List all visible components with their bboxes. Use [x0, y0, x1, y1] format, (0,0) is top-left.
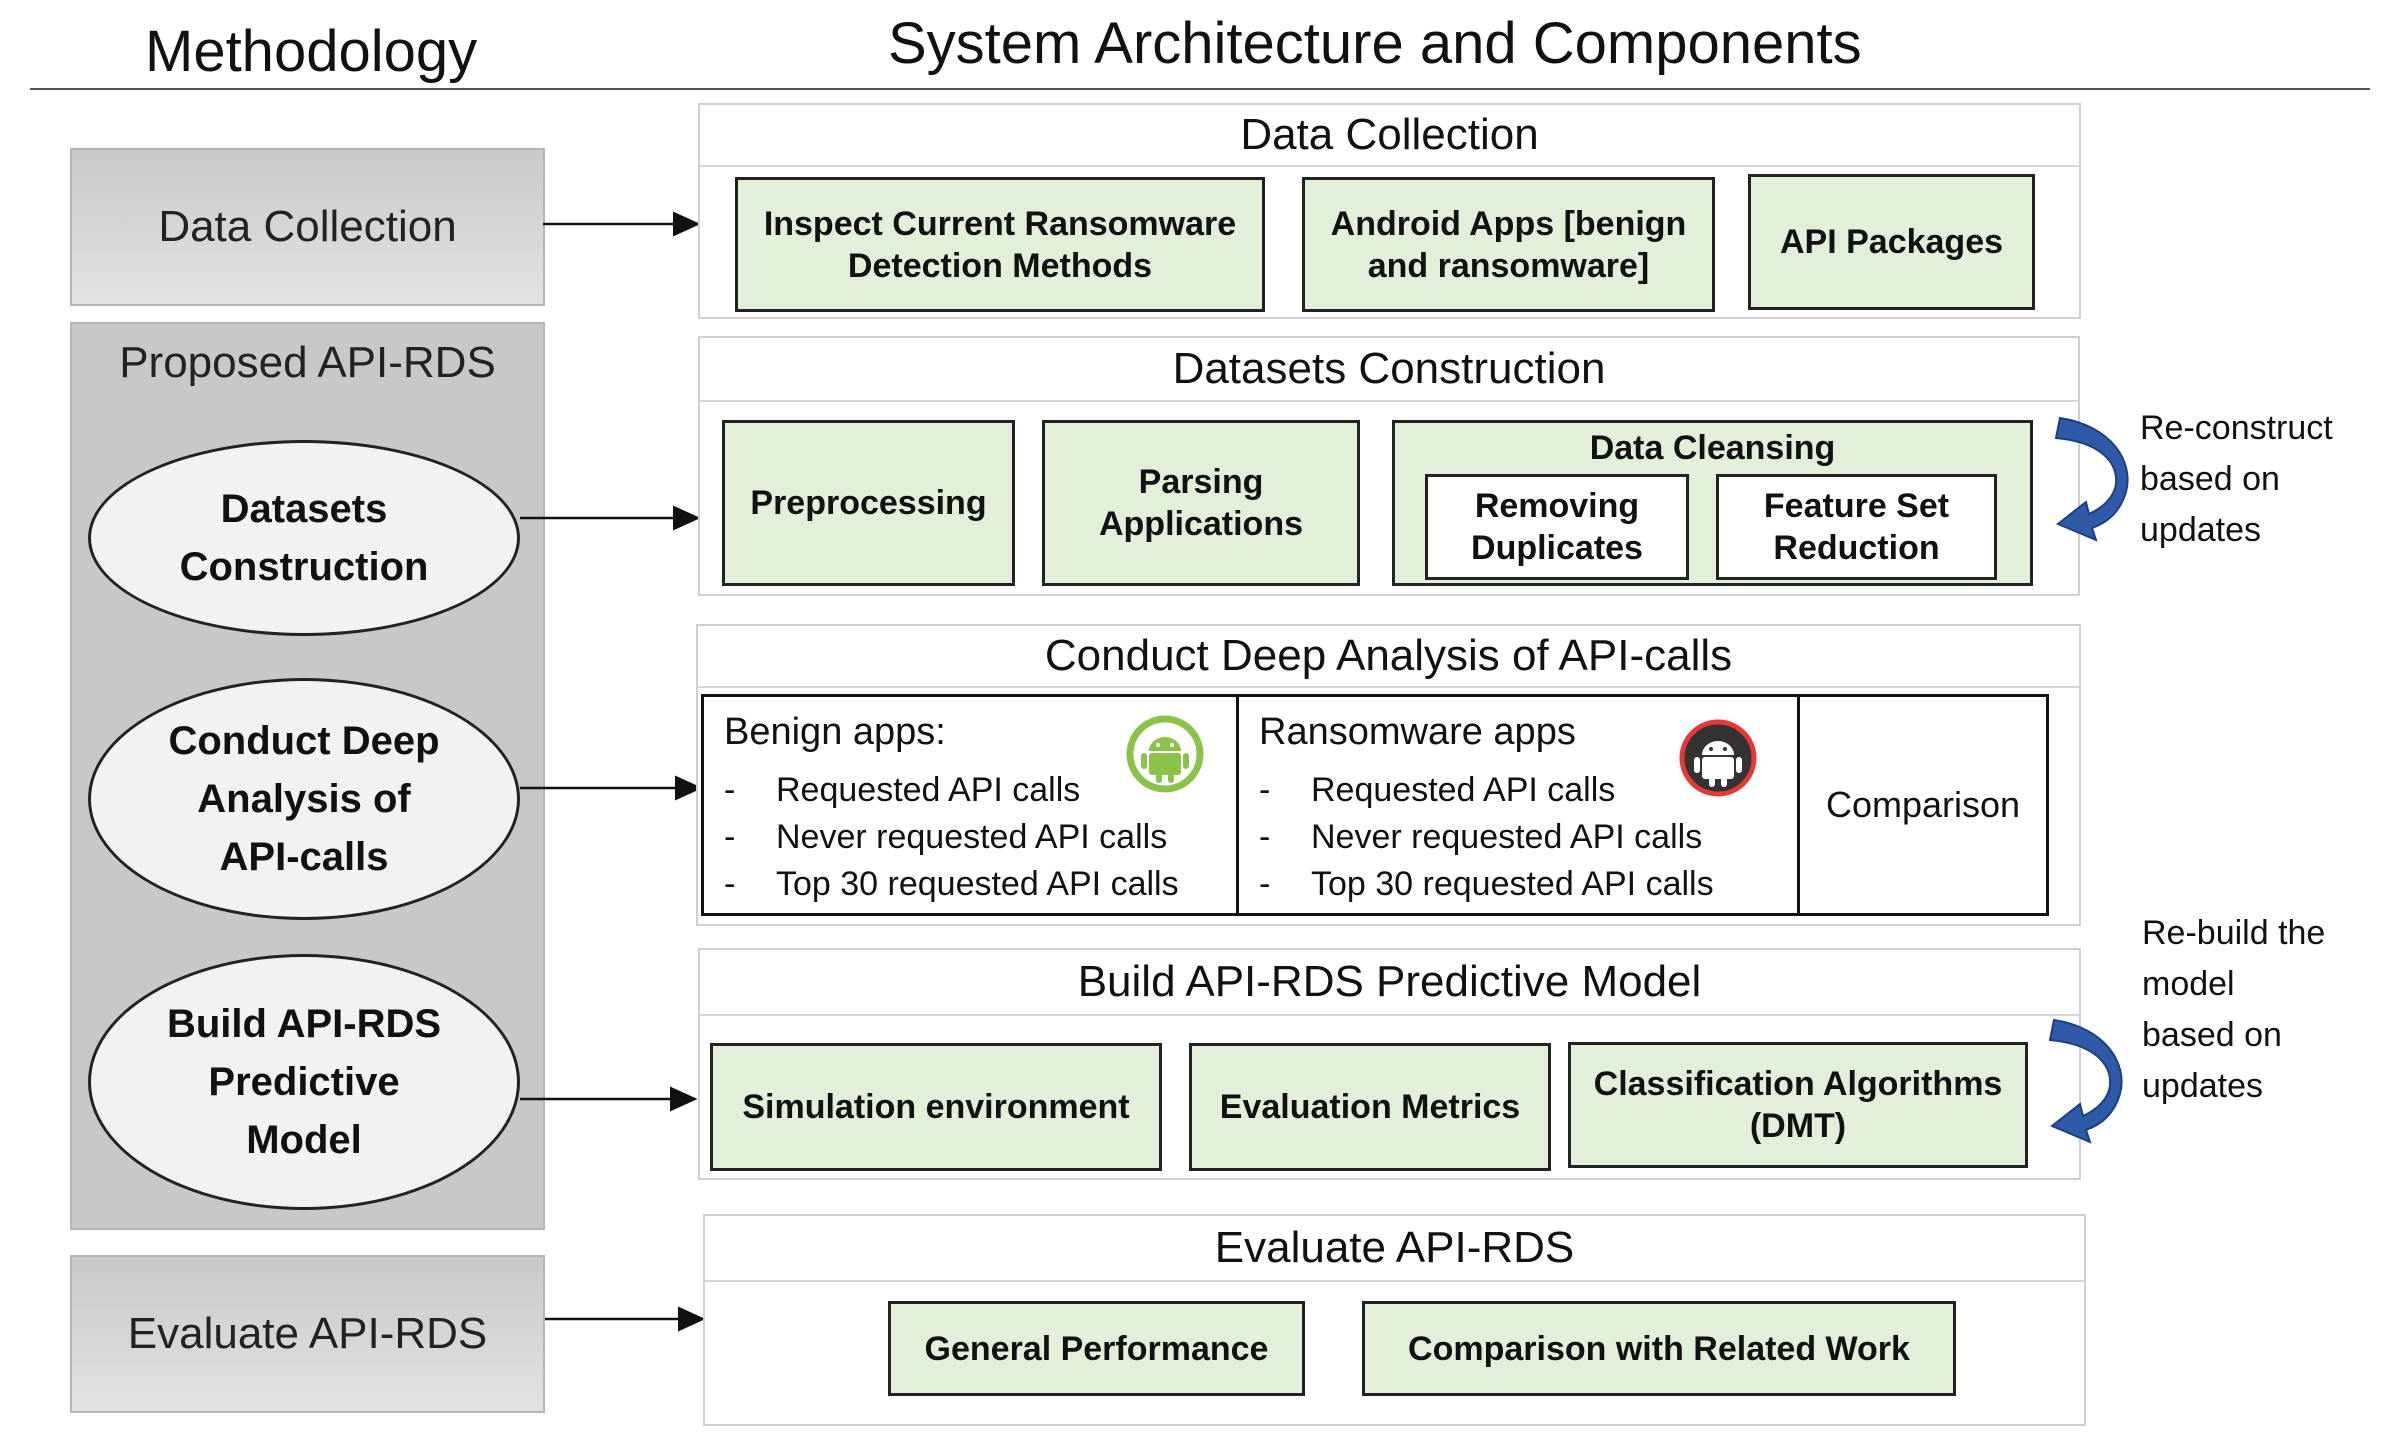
method-evaluate: Evaluate API-RDS: [70, 1255, 545, 1413]
android-ransomware-icon: [1679, 719, 1757, 797]
box-line: Detection Methods: [847, 246, 1153, 285]
box-preprocessing: Preprocessing: [722, 420, 1015, 586]
note-line: based on: [2142, 1016, 2282, 1054]
item-text: Never requested API calls: [1311, 818, 1703, 856]
box-line: Inspect Current Ransomware: [763, 204, 1237, 243]
ellipse-line: Datasets: [220, 487, 388, 531]
item-text: Requested API calls: [776, 771, 1081, 809]
proposed-panel-title: Proposed API-RDS: [119, 338, 496, 387]
rebuild-note: Re-build the model based on updates: [2142, 908, 2325, 1112]
box-line: Comparison with Related Work: [1408, 1329, 1910, 1368]
android-benign-icon: [1126, 715, 1204, 793]
update-arrow-icon: [2048, 1018, 2123, 1144]
benign-item: - Requested API calls: [724, 771, 1080, 810]
architecture-header: System Architecture and Components: [888, 11, 1862, 76]
box-line: API Packages: [1779, 223, 2004, 261]
note-line: Re-construct: [2140, 409, 2333, 447]
box-line: Android Apps [benign: [1330, 204, 1687, 243]
box-comparison-related-work: Comparison with Related Work: [1362, 1301, 1956, 1396]
ellipse-line: Conduct Deep: [168, 719, 440, 763]
bullet: -: [724, 771, 736, 809]
bullet: -: [724, 865, 736, 903]
box-general-performance: General Performance: [888, 1301, 1305, 1396]
item-text: Never requested API calls: [776, 818, 1168, 856]
box-line: Feature Set: [1763, 487, 1950, 525]
box-line: Parsing: [1138, 463, 1264, 501]
box-api-packages: API Packages: [1748, 174, 2035, 310]
bullet: -: [724, 818, 736, 856]
bullet: -: [1259, 818, 1271, 856]
item-text: Top 30 requested API calls: [1311, 865, 1714, 903]
note-line: Re-build the: [2142, 914, 2326, 952]
method-data-collection: Data Collection: [70, 148, 545, 306]
ransomware-item: - Requested API calls: [1259, 771, 1615, 810]
item-text: Requested API calls: [1311, 771, 1616, 809]
ellipse-line: Build API-RDS: [166, 1002, 442, 1046]
methodology-header: Methodology: [145, 19, 478, 84]
update-arrow-icon: [2054, 416, 2129, 542]
box-line: Preprocessing: [750, 484, 987, 522]
box-line: Classification Algorithms: [1593, 1065, 2003, 1103]
ellipse-line: Construction: [179, 545, 429, 589]
box-classification-algorithms: Classification Algorithms (DMT): [1568, 1042, 2028, 1168]
ransomware-title: Ransomware apps: [1259, 711, 1576, 753]
ellipse-line: Model: [246, 1118, 362, 1162]
ellipse-line: Predictive: [208, 1060, 400, 1104]
item-text: Top 30 requested API calls: [776, 865, 1179, 903]
ellipse-line: Analysis of: [197, 777, 411, 821]
benign-apps-cell: Benign apps: - Requested API calls - Never…: [701, 694, 1239, 916]
box-line: Applications: [1098, 505, 1304, 543]
box-line: and ransomware]: [1367, 246, 1650, 285]
box-line: Evaluation Metrics: [1219, 1088, 1521, 1126]
ransomware-item: - Never requested API calls: [1259, 818, 1702, 857]
ransomware-apps-cell: Ransomware apps - Requested API calls - Ne…: [1236, 694, 1800, 916]
section-title: Data Collection: [700, 105, 2079, 167]
section-title: Conduct Deep Analysis of API-calls: [698, 626, 2079, 688]
box-line: Removing: [1474, 487, 1640, 525]
bullet: -: [1259, 771, 1271, 809]
section-title: Datasets Construction: [700, 338, 2078, 402]
box-evaluation-metrics: Evaluation Metrics: [1189, 1043, 1551, 1171]
note-line: model: [2142, 965, 2235, 1003]
note-line: updates: [2140, 511, 2261, 549]
box-simulation-environment: Simulation environment: [710, 1043, 1162, 1171]
benign-item: - Top 30 requested API calls: [724, 865, 1179, 904]
note-line: based on: [2140, 460, 2280, 498]
comparison-cell: Comparison: [1797, 694, 2049, 916]
section-title: Evaluate API-RDS: [705, 1216, 2084, 1282]
box-line: Duplicates: [1471, 529, 1643, 567]
box-line: (DMT): [1749, 1107, 1847, 1145]
note-line: updates: [2142, 1067, 2263, 1105]
box-line: Simulation environment: [742, 1088, 1130, 1126]
reconstruct-note: Re-construct based on updates: [2140, 403, 2333, 556]
section-title: Build API-RDS Predictive Model: [700, 950, 2079, 1016]
ransomware-item: - Top 30 requested API calls: [1259, 865, 1714, 904]
bullet: -: [1259, 865, 1271, 903]
benign-title: Benign apps:: [724, 711, 946, 753]
ellipse-line: API-calls: [219, 835, 389, 879]
box-line: Reduction: [1773, 529, 1940, 567]
ellipse-datasets-construction: Datasets Construction: [88, 440, 520, 636]
box-line: General Performance: [924, 1329, 1269, 1368]
comparison-label: Comparison: [1825, 784, 2021, 825]
ellipse-predictive-model: Build API-RDS Predictive Model: [88, 954, 520, 1210]
benign-item: - Never requested API calls: [724, 818, 1167, 857]
ellipse-deep-analysis: Conduct Deep Analysis of API-calls: [88, 678, 520, 920]
data-cleansing-title: Data Cleansing: [1589, 429, 1836, 467]
header-divider: [30, 88, 2370, 90]
